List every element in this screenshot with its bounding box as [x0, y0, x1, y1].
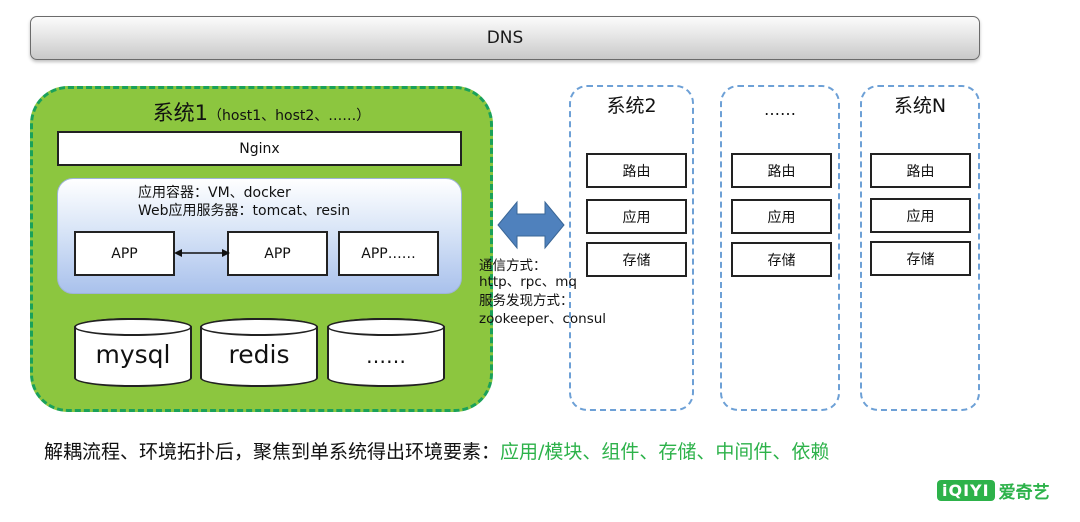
storage-label: 存储 — [906, 251, 935, 268]
logo-text: 爱奇艺 — [998, 483, 1050, 503]
footer-prefix: 解耦流程、环境拓扑后，聚焦到单系统得出环境要素： — [44, 441, 501, 463]
system2-app-box: 应用 — [586, 199, 687, 234]
app-label: APP — [264, 245, 291, 262]
comm-line1: 通信方式： — [479, 258, 547, 274]
comm-line3: 服务发现方式： — [479, 293, 574, 309]
storage-label: 存储 — [622, 252, 651, 269]
container-line1: 应用容器：VM、docker — [138, 185, 291, 201]
systemN-app-box: 应用 — [870, 198, 971, 233]
footer-highlight: 应用/模块、组件、存储、中间件、依赖 — [500, 441, 830, 463]
system1-title: 系统1（host1、host2、……） — [0, 97, 523, 127]
db-cylinder-more: …… — [327, 318, 445, 387]
route-label: 路由 — [767, 163, 796, 180]
system2-title: 系统2 — [606, 95, 657, 117]
app-box-2: APP — [227, 231, 328, 276]
iqiyi-logo: iQIYI 爱奇艺 — [937, 478, 1050, 503]
app-label: APP…… — [361, 245, 416, 262]
nginx-label: Nginx — [239, 140, 280, 157]
system1-name: 系统1 — [152, 101, 209, 125]
system-ellipsis-app-box: 应用 — [731, 199, 832, 234]
app-label: APP — [111, 245, 138, 262]
comm-line2: http、rpc、mq — [479, 274, 577, 290]
system-ellipsis-title: …… — [764, 100, 796, 119]
system-ellipsis-storage-box: 存储 — [731, 242, 832, 277]
system2-route-box: 路由 — [586, 153, 687, 188]
system-ellipsis-route-box: 路由 — [731, 153, 832, 188]
db-cylinder-redis: redis — [200, 318, 318, 387]
footer-summary: 解耦流程、环境拓扑后，聚焦到单系统得出环境要素：应用/模块、组件、存储、中间件、… — [44, 437, 829, 464]
db-label: redis — [228, 340, 290, 369]
dns-label: DNS — [486, 28, 524, 48]
storage-label: 存储 — [767, 252, 796, 269]
db-label: mysql — [95, 340, 171, 369]
app-link-arrow — [174, 249, 230, 257]
bidirectional-arrow-icon — [497, 200, 565, 250]
route-label: 路由 — [622, 163, 651, 180]
app-label: 应用 — [906, 208, 935, 225]
app-box-3: APP…… — [338, 231, 439, 276]
app-label: 应用 — [767, 209, 796, 226]
nginx-box: Nginx — [57, 131, 462, 166]
app-label: 应用 — [622, 209, 651, 226]
systemN-storage-box: 存储 — [870, 241, 971, 276]
dns-bar: DNS — [30, 16, 980, 60]
logo-badge: iQIYI — [937, 480, 995, 501]
container-line2: Web应用服务器：tomcat、resin — [138, 203, 351, 219]
db-label: …… — [366, 344, 406, 368]
systemN-route-box: 路由 — [870, 153, 971, 188]
system2-storage-box: 存储 — [586, 242, 687, 277]
db-cylinder-mysql: mysql — [74, 318, 192, 387]
route-label: 路由 — [906, 163, 935, 180]
app-box-1: APP — [74, 231, 175, 276]
system1-hosts: （host1、host2、……） — [208, 108, 371, 124]
comm-line4: zookeeper、consul — [479, 311, 607, 327]
systemN-title: 系统N — [893, 95, 947, 117]
